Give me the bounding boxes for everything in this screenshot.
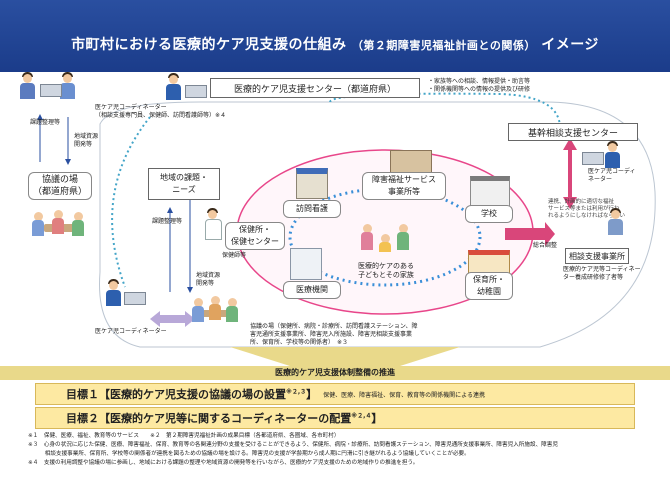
school-building-icon [470, 176, 510, 208]
goal-1-label: 目標１【医療的ケア児支援の協議の場の設置※２,３】 [66, 386, 317, 402]
down-arrow-band [230, 347, 460, 366]
goal-1-close: 】 [306, 388, 318, 401]
goal-1-desc: 保健、医療、障害福祉、保育、教育等の関係機関による連携 [323, 391, 485, 399]
arrow-head-down-mid [187, 287, 193, 293]
person-icon [58, 72, 78, 99]
promotion-band-text: 医療的ケア児支援体制整備の推進 [275, 368, 395, 377]
goal-2-close: 】 [371, 412, 383, 425]
consult-office-box: 相談支援事業所 [565, 248, 629, 264]
regional-dev-label-2: 地域資源開発等 [196, 272, 221, 287]
goal-1-sup: ※２,３ [286, 388, 307, 396]
outer-region [99, 101, 656, 348]
health-worker-icon [203, 208, 223, 240]
coordinator-left-label: 医ケア児コーディネーター [95, 328, 167, 335]
coordinator-top-detail: （相談支援専門員、保健師、訪問看護師等）※４ [95, 112, 227, 119]
arrow-head-down-left [65, 159, 71, 165]
footnote-4: ※４ 支援の利用調整や協議の場に参画し、地域における課題の整理や地域資源の開発等… [28, 460, 419, 466]
prefecture-note-1: ・家族等への相談、情報提供・助言等 [428, 78, 531, 85]
pink-arrow-head-up [563, 138, 577, 150]
family-label: 医療的ケアのある 子どもとその家族 [358, 262, 414, 279]
coordinator-top-text: 医ケア児コーディネーター （相談支援専門員、保健師、訪問看護師等）※４ [95, 104, 226, 120]
laptop-icon [40, 84, 62, 97]
meeting-group-icon [30, 210, 88, 242]
coordinator-person-icon [603, 141, 623, 168]
laptop-icon [124, 292, 146, 305]
coordinator-trainee-label: 医療的ケア児等コーディネー ター養成研修修了者等 [563, 266, 641, 281]
council-bottom-text: 協議の場（保健所、病院・診療所、訪問看護ステーション、障 害児通所支援事業所、障… [250, 323, 418, 346]
page-title: 市町村における医療的ケア児支援の仕組み （第２期障害児福祉計画との関係） イメー… [0, 34, 670, 54]
house-icon [296, 168, 328, 199]
council-prefecture-box: 協議の場 （都道府県） [28, 172, 92, 200]
goal-2: 目標２【医療的ケア児等に関するコーディネーターの配置※２,４】 [35, 407, 635, 429]
blue-dotted-ellipse [288, 187, 482, 287]
regional-dev-label: 地域資源開発等 [74, 133, 99, 148]
welfare-office-box: 障害福祉サービス 事業所等 [362, 172, 446, 200]
hospital-box: 医療機関 [283, 281, 341, 299]
coordinator-right-label: 医ケア児コーディ ネーター [588, 168, 636, 183]
general-support-label: 総合調整 [533, 242, 558, 249]
core-note-text: 連携、計画的に適切な福祉 サービス等または利用が行わ れるようにしなければならな… [548, 199, 626, 219]
health-staff-label: 保健師等 [222, 252, 247, 259]
prefecture-note-2: ・関係機関等への情報の提供及び研修 [428, 86, 531, 93]
regional-issues-box: 地域の課題・ ニーズ [148, 168, 220, 200]
welfare-building-icon [390, 150, 432, 174]
pink-arrow-head-down [563, 197, 577, 209]
title-sub: （第２期障害児福祉計画との関係） [351, 39, 536, 52]
nursery-box: 保育所・ 幼稚園 [465, 272, 513, 300]
prefecture-center-notes: ・家族等への相談、情報提供・助言等 ・関係機関等への情報の提供及び研修 [428, 78, 530, 94]
title-main: 市町村における医療的ケア児支援の仕組み [71, 37, 347, 53]
goal-1-label-text: 目標１【医療的ケア児支援の協議の場の設置 [66, 388, 286, 401]
footnotes: ※１ 保健、医療、福祉、教育等のサービス ※２ 第２期障害児福祉計画の成果目標（… [28, 432, 658, 468]
goal-2-label-text: 目標２【医療的ケア児等に関するコーディネーターの配置 [66, 412, 352, 425]
arrow-head-up-left [37, 114, 43, 120]
pink-arrow-left [505, 222, 555, 246]
arrow-head-up-mid [167, 207, 173, 213]
health-center-box: 保健所・ 保健センター [225, 222, 285, 250]
family-icon [357, 224, 417, 254]
prefecture-center-label: 医療的ケア児支援センター（都道府県） [233, 84, 396, 95]
issue-arrange-label-2: 課題整理等 [152, 218, 183, 225]
promotion-band [0, 366, 670, 380]
footnote-1: ※１ 保健、医療、福祉、教育等のサービス ※２ 第２期障害児福祉計画の成果目標（… [28, 433, 340, 439]
consultant-person-icon [606, 208, 626, 235]
coordinator-person-icon [103, 279, 125, 307]
lavender-double-arrow [150, 311, 195, 327]
prefecture-center-box: 医療的ケア児支援センター（都道府県） [210, 78, 420, 98]
nursery-building-icon [468, 250, 510, 276]
goal-1: 目標１【医療的ケア児支援の協議の場の設置※２,３】 保健、医療、障害福祉、保育、… [35, 383, 635, 405]
hospital-building-icon [290, 248, 322, 280]
title-tail: イメージ [541, 37, 599, 53]
dotted-connector-top [329, 92, 561, 129]
footnote-2: ※３ 心身の状況に応じた保健、医療、障害福祉、保育、教育等の各関連分野の支援を受… [28, 442, 558, 448]
goal-2-sup: ※２,４ [351, 412, 372, 420]
title-bar: 市町村における医療的ケア児支援の仕組み （第２期障害児福祉計画との関係） イメー… [0, 0, 670, 72]
meeting-group-icon [192, 296, 240, 324]
issue-arrange-label: 課題整理等 [30, 119, 61, 126]
footnote-3: 相談支援事業所、保育所、学校等の関係者が連携を図るための協議の場を設ける。障害児… [28, 451, 470, 457]
school-box: 学校 [465, 205, 513, 223]
laptop-icon [185, 85, 207, 98]
laptop-icon [582, 152, 604, 165]
person-icon [18, 72, 38, 99]
core-consult-center-box: 基幹相談支援センター [508, 123, 638, 141]
coordinator-person-icon [163, 73, 185, 101]
coordinator-top-label: 医ケア児コーディネーター [95, 104, 167, 111]
visiting-nurse-box: 訪問看護 [283, 200, 341, 218]
dotted-connector-left [111, 116, 151, 288]
goal-2-label: 目標２【医療的ケア児等に関するコーディネーターの配置※２,４】 [66, 410, 382, 426]
